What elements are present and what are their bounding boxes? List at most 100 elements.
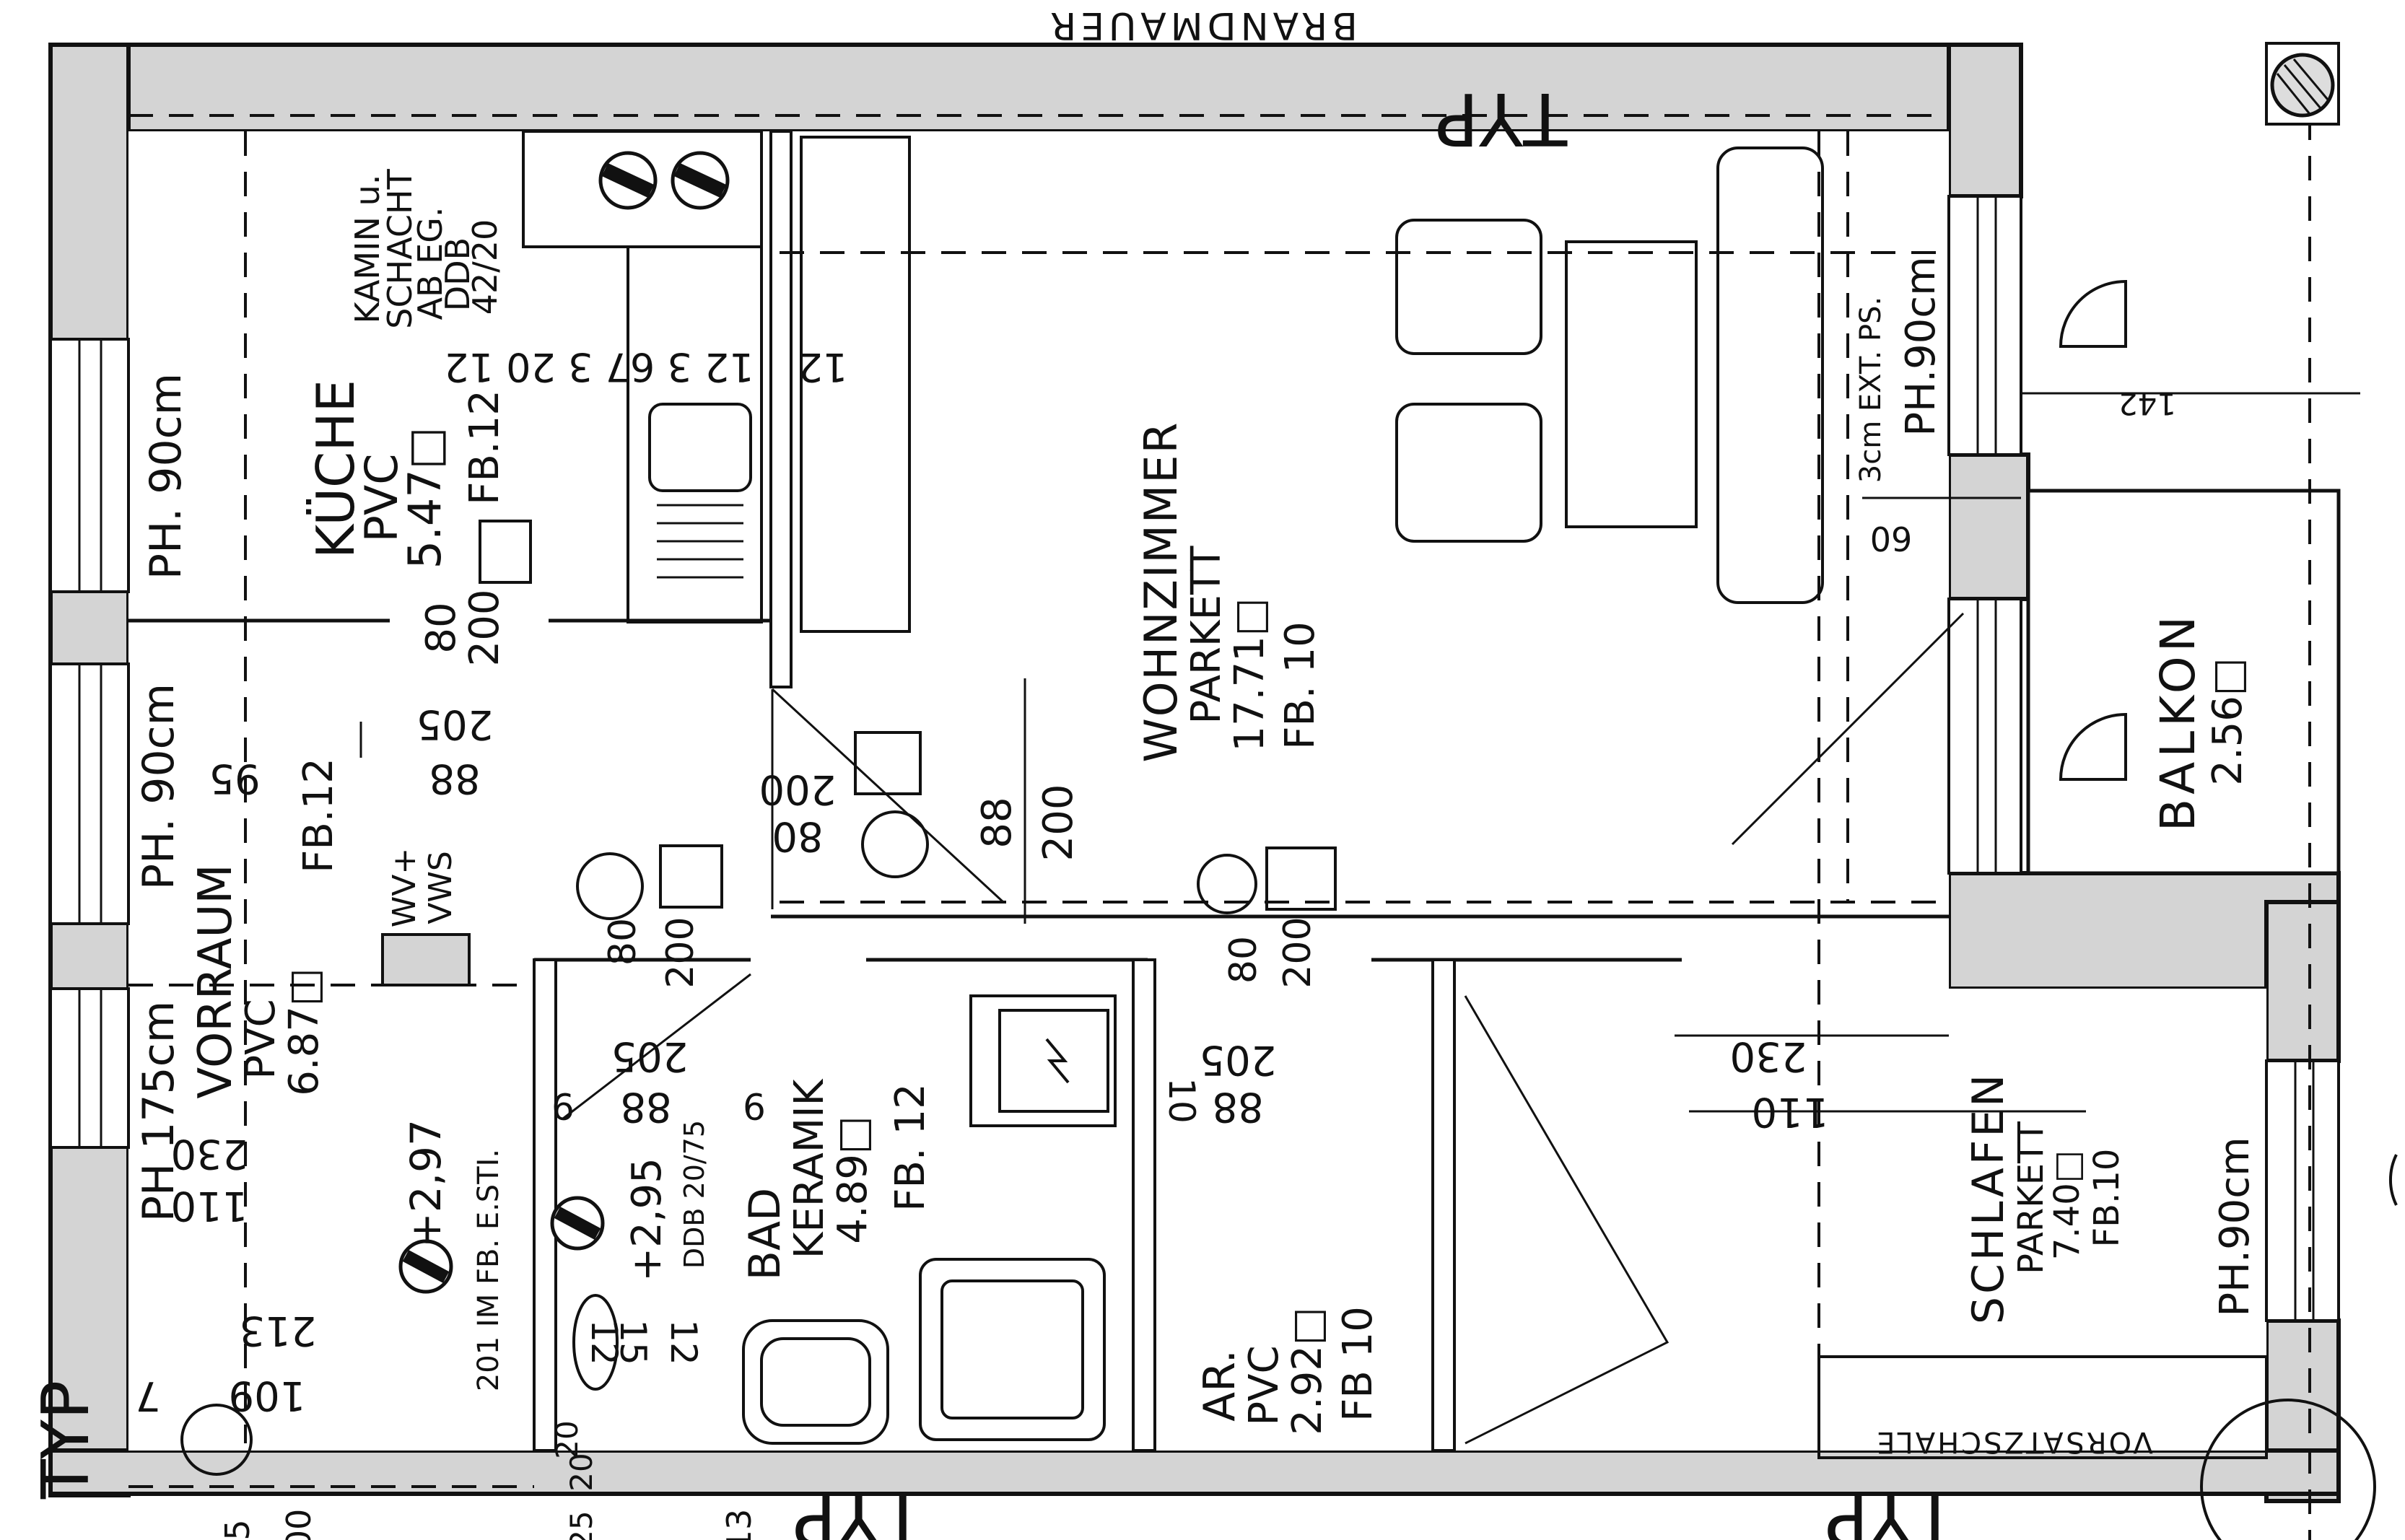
outside-door-icon — [2388, 1154, 2398, 1206]
dim-88-bad: 88 — [620, 1083, 671, 1130]
dim-00: 00 — [279, 1509, 318, 1540]
bath-fixtures — [180, 731, 1117, 1476]
kueche-light-icon — [861, 810, 929, 878]
kamin-line-3: AB EG. — [411, 207, 450, 320]
dim-230-schlafen: 230 — [1730, 1033, 1807, 1080]
room-bad: +2,95 DDB 20/75 BAD KERAMIK 4.89□ FB. 12 — [624, 1078, 934, 1281]
typ-bottom-label-1: TYP — [793, 1476, 925, 1540]
vorraum-fb: FB.12 — [295, 758, 342, 873]
vorraum-lamp-icon — [180, 1404, 253, 1476]
right-wall-upper — [1947, 43, 2023, 198]
dim-230-vorraum: 230 — [171, 1130, 248, 1177]
bad-name: BAD — [740, 1188, 790, 1280]
dim-200-wohn: 200 — [1035, 784, 1082, 862]
sofa — [1716, 146, 1824, 604]
dim-15: 15 — [612, 1319, 654, 1365]
wohnzimmer-fb: FB. 10 — [1277, 621, 1324, 750]
dim-80-wohn-door: 80 — [772, 813, 823, 859]
dim-200-kueche: 200 — [461, 590, 508, 667]
wv-label: WV+ — [386, 848, 423, 927]
counter — [627, 245, 763, 624]
schlafen-east — [1949, 989, 2266, 1451]
level-2: +2,95 — [624, 1158, 671, 1282]
toilet-icon — [572, 1294, 619, 1391]
vorraum-light-icon — [576, 852, 644, 920]
dim-80-bad: 80 — [601, 918, 645, 966]
electric-icon — [1045, 1038, 1070, 1084]
dim-12a: 12 — [583, 1319, 625, 1365]
dim-110-vorraum: 110 — [171, 1182, 248, 1229]
balkon-door-icon — [2059, 712, 2127, 781]
corner-pipe-icon — [2200, 1399, 2376, 1540]
dim-95: 95 — [209, 755, 260, 802]
dim-88-kueche: 88 — [429, 755, 480, 802]
washbasin — [742, 1319, 889, 1445]
water-heater-inner — [998, 1009, 1109, 1113]
bad-wall-west — [533, 958, 557, 1452]
vorraum-switch-icon — [659, 844, 723, 909]
schlafen-floor: PARKETT — [2011, 1121, 2051, 1274]
sill-wohn: PH.90cm — [1898, 256, 1944, 436]
dim-205-bad: 205 — [611, 1033, 689, 1080]
room-vorraum: PH. 90cm PH 175cm VORRAUM PVC 6.87□ FB.1… — [134, 683, 505, 1391]
schlafen-fb: FB.10 — [2087, 1149, 2127, 1248]
ext-ps-label: 3cm EXT. PS. — [1854, 297, 1887, 483]
sink-icon — [648, 403, 752, 492]
kitchen-fixtures — [479, 130, 911, 633]
room-kueche: KÜCHE PVC 5.47□ FB.12 KAMIN u. SCHACHT A… — [141, 168, 847, 579]
bad-fb: FB. 12 — [887, 1083, 934, 1212]
dim-205-ar: 205 — [1200, 1036, 1277, 1083]
dim-200-wohn-door: 200 — [759, 766, 837, 813]
dim-12b: 12 — [663, 1319, 704, 1365]
dimension-lines — [359, 392, 2360, 1113]
esti-label: 201 IM FB. E.STI. — [472, 1149, 505, 1391]
kamin-line-1: KAMIN u. — [348, 175, 387, 324]
kitchen-dims: 12 3 67 3 20 12 — [444, 344, 754, 390]
bad-floor: KERAMIK — [786, 1078, 833, 1259]
kitchen-outlet-icon — [479, 520, 532, 584]
sill-vorraum-door: PH 175cm — [134, 1001, 184, 1222]
shower-tray — [919, 1258, 1106, 1441]
ddb-bad: DDB 20/75 — [678, 1120, 710, 1269]
kueche-switch-icon — [854, 731, 922, 795]
dim-200-bad: 200 — [659, 916, 702, 988]
ar-area: 2.92□ — [1284, 1307, 1331, 1435]
room-wohnzimmer: WOHNZIMMER PARKETT 17.71□ FB. 10 3cm EXT… — [1135, 256, 1944, 762]
kitchen-dims-b: 12 — [798, 344, 848, 390]
ar-name: AR. — [1195, 1349, 1245, 1422]
partitions — [128, 130, 1949, 1452]
dim-88-wohn: 88 — [974, 797, 1021, 848]
armchair — [1395, 219, 1542, 355]
dim-9a: 9 — [551, 1085, 575, 1126]
balkon-door-icon — [2059, 279, 2127, 348]
top-wall — [48, 43, 2023, 134]
wohnzimmer-name: WOHNZIMMER — [1135, 421, 1187, 762]
dim-10: 10 — [1161, 1077, 1202, 1124]
bad-wall-east — [1132, 958, 1156, 1452]
vws-label: VWS — [422, 851, 459, 924]
dim-7: 7 — [135, 1372, 161, 1419]
kueche-floor: PVC — [355, 453, 408, 542]
ar-floor: PVC — [1241, 1345, 1288, 1425]
kueche-name: KÜCHE — [305, 380, 366, 559]
water-heater — [969, 994, 1117, 1127]
dim-205-kueche: 205 — [416, 701, 494, 748]
door-swings — [562, 279, 2398, 1445]
dim-110-schlafen: 110 — [1752, 1088, 1829, 1135]
cabinet — [800, 136, 911, 633]
dim-142: 142 — [2118, 386, 2176, 421]
shaft-block — [381, 933, 471, 986]
wohn-light-icon — [1197, 854, 1257, 914]
kamin-line-2: SCHACHT — [380, 168, 419, 328]
typ-bottom-label-2: TYP — [1825, 1476, 1957, 1540]
dim-60: 60 — [1870, 519, 1913, 558]
dim-213: 213 — [240, 1307, 317, 1354]
balkon-name: BALKON — [2150, 612, 2206, 831]
armchair — [1395, 403, 1542, 543]
dim-20: 20 — [549, 1420, 585, 1458]
ar-wall-east — [1431, 958, 1456, 1452]
vorsatzschale-box — [1817, 1355, 2268, 1459]
interior — [128, 131, 1949, 1451]
schlafen-area: 7.40□ — [2047, 1150, 2087, 1260]
